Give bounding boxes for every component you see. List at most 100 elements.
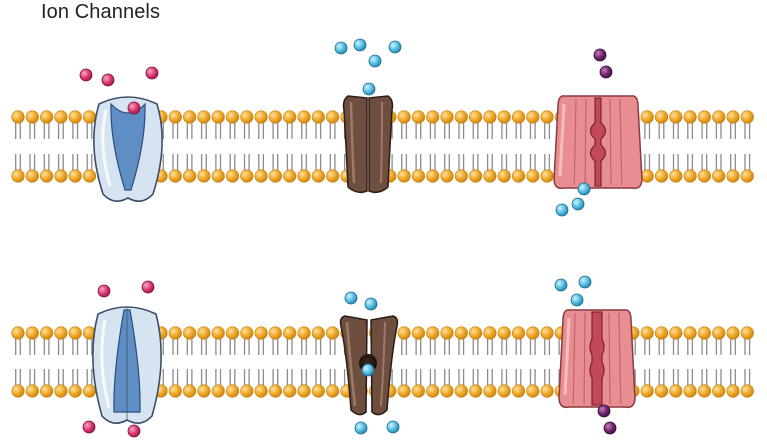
lipid-molecule [25,326,39,398]
magenta-ion [101,73,115,87]
lipid-molecule [697,326,712,398]
lipid-molecule [183,110,197,183]
purple-ion [599,65,613,79]
lipid-molecule [197,326,211,398]
lipid-molecule [168,110,182,183]
diagram-title: Ion Channels [41,1,161,23]
pink-channel-closed [553,95,643,190]
lipid-molecule [311,110,325,183]
lipid-molecule [654,110,669,183]
lipid-molecule [25,110,39,183]
lipid-molecule [268,110,283,183]
cyan-ion [334,41,348,55]
lipid-molecule [297,110,311,183]
light-blue-channel-closed [92,306,162,424]
lipid-molecule [497,110,511,183]
lipid-molecule [297,326,311,398]
lipid-molecule [283,110,297,183]
lipid-molecule [39,326,54,398]
lipid-molecule [11,326,25,398]
cyan-ion [354,421,368,435]
cyan-ion [388,40,402,54]
lipid-molecule [540,326,554,398]
lipid-molecule [697,110,712,183]
lipid-molecule [540,110,554,183]
lipid-molecule [526,326,540,398]
lipid-molecule [683,326,697,398]
lipid-molecule [483,110,497,183]
lipid-molecule [454,326,468,398]
lipid-molecule [669,110,683,183]
magenta-ion [127,424,141,438]
lipid-molecule [311,326,325,398]
magenta-ion [79,68,93,82]
magenta-ion [127,101,141,115]
lipid-molecule [440,110,454,183]
lipid-molecule [426,110,440,183]
cyan-ion [555,203,569,217]
lipid-molecule [82,110,97,183]
lipid-molecule [283,326,297,398]
lipid-molecule [511,110,526,183]
lipid-molecule [740,110,754,183]
cyan-ion [353,38,367,52]
lipid-molecule [669,326,683,398]
lipid-molecule [712,110,726,183]
cyan-ion [361,363,375,377]
lipid-molecule [411,110,426,183]
lipid-molecule [469,110,483,183]
lipid-molecule [168,326,182,398]
brown-channel-open [339,315,399,416]
cyan-ion [362,82,376,96]
lipid-molecule [654,326,669,398]
cyan-ion [577,182,591,196]
lipid-molecule [497,326,511,398]
lipid-molecule [11,110,25,183]
magenta-ion [141,280,155,294]
lipid-molecule [397,326,411,398]
pink-channel-open [558,309,636,409]
cyan-ion [554,278,568,292]
lipid-molecule [82,326,97,398]
lipid-molecule [726,110,740,183]
purple-ion [593,48,607,62]
ions [79,38,617,438]
lipid-molecule [397,110,411,183]
cyan-ion [344,291,358,305]
lipid-molecule [712,326,726,398]
channels [92,95,643,424]
cyan-ion [386,420,400,434]
magenta-ion [82,420,96,434]
lipid-molecule [225,110,240,183]
lipid-molecule [740,326,754,398]
magenta-ion [97,284,111,298]
lipid-molecule [254,110,268,183]
cyan-ion [368,54,382,68]
lipid-molecule [640,326,654,398]
lipid-molecule [469,326,483,398]
lipid-molecule [240,326,254,398]
lipid-molecule [54,110,68,183]
cyan-ion [570,293,584,307]
lipid-molecule [225,326,240,398]
lipid-molecule [683,110,697,183]
brown-channel-closed [342,95,394,194]
lipid-molecule [68,326,82,398]
cyan-ion [578,275,592,289]
lipid-molecule [211,110,225,183]
lipid-molecule [454,110,468,183]
lipid-molecule [197,110,211,183]
lipid-molecule [426,326,440,398]
cyan-ion [571,197,585,211]
magenta-ion [145,66,159,80]
lipid-molecule [183,326,197,398]
lipid-molecule [483,326,497,398]
lipid-molecule [54,326,68,398]
lipid-molecule [211,326,225,398]
purple-ion [597,404,611,418]
lipid-molecule [326,326,340,398]
lipid-molecule [726,326,740,398]
light-blue-channel-open [93,96,163,202]
purple-ion [603,421,617,435]
